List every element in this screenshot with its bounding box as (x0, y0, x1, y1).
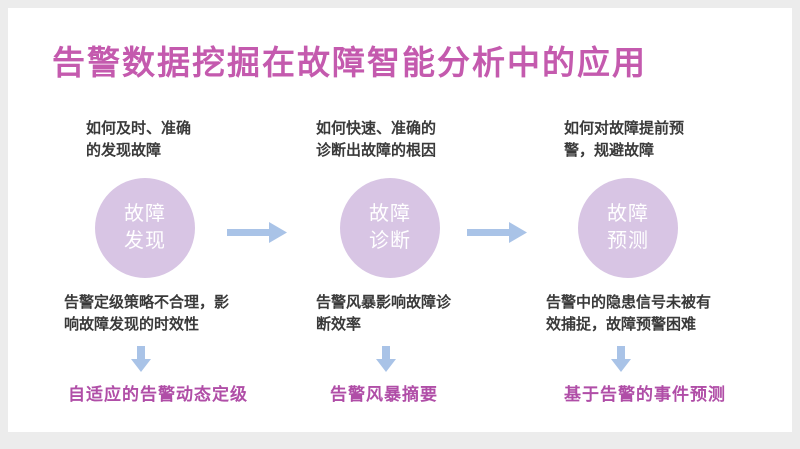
question-fault-prediction: 如何对故障提前预 警，规避故障 (564, 118, 684, 162)
circle-fault-prediction: 故障 预测 (578, 178, 678, 278)
right-arrow-icon (467, 222, 527, 243)
problem-line: 响故障发现的时效性 (64, 316, 200, 333)
problem-fault-prediction: 告警中的隐患信号未被有 效捕捉，故障预警困难 (546, 292, 711, 336)
circle-label-line: 预测 (607, 230, 649, 252)
down-arrow-icon (376, 346, 396, 372)
circle-label-line: 故障 (124, 203, 166, 225)
problem-line: 断效率 (316, 316, 362, 333)
problem-line: 告警风暴影响故障诊 (316, 294, 452, 311)
question-line: 诊断出故障的根因 (316, 142, 437, 159)
problem-line: 告警定级策略不合理，影 (64, 294, 230, 311)
slide-canvas: 告警数据挖掘在故障智能分析中的应用 如何及时、准确 的发现故障 故障 发现 告警… (8, 8, 792, 432)
question-line: 如何对故障提前预 (564, 120, 685, 137)
question-line: 如何及时、准确 (86, 120, 192, 137)
problem-line: 效捕捉，故障预警困难 (546, 316, 697, 333)
right-arrow-icon (227, 222, 287, 243)
circle-label-line: 诊断 (369, 230, 411, 252)
problem-line: 告警中的隐患信号未被有 (546, 294, 712, 311)
circle-label-line: 故障 (607, 203, 649, 225)
slide-title: 告警数据挖掘在故障智能分析中的应用 (52, 44, 647, 81)
circle-label-line: 发现 (124, 230, 166, 252)
question-line: 的发现故障 (86, 142, 162, 159)
down-arrow-icon (131, 346, 151, 372)
circle-fault-detection: 故障 发现 (95, 178, 195, 278)
solution-fault-diagnosis: 告警风暴摘要 (330, 385, 438, 404)
question-fault-detection: 如何及时、准确 的发现故障 (86, 118, 191, 162)
down-arrow-icon (611, 346, 631, 372)
circle-fault-diagnosis: 故障 诊断 (340, 178, 440, 278)
problem-fault-diagnosis: 告警风暴影响故障诊 断效率 (316, 292, 451, 336)
problem-fault-detection: 告警定级策略不合理，影 响故障发现的时效性 (64, 292, 229, 336)
circle-label-line: 故障 (369, 203, 411, 225)
question-line: 如何快速、准确的 (316, 120, 437, 137)
question-line: 警，规避故障 (564, 142, 655, 159)
solution-fault-prediction: 基于告警的事件预测 (564, 385, 726, 404)
solution-fault-detection: 自适应的告警动态定级 (68, 385, 248, 404)
question-fault-diagnosis: 如何快速、准确的 诊断出故障的根因 (316, 118, 436, 162)
